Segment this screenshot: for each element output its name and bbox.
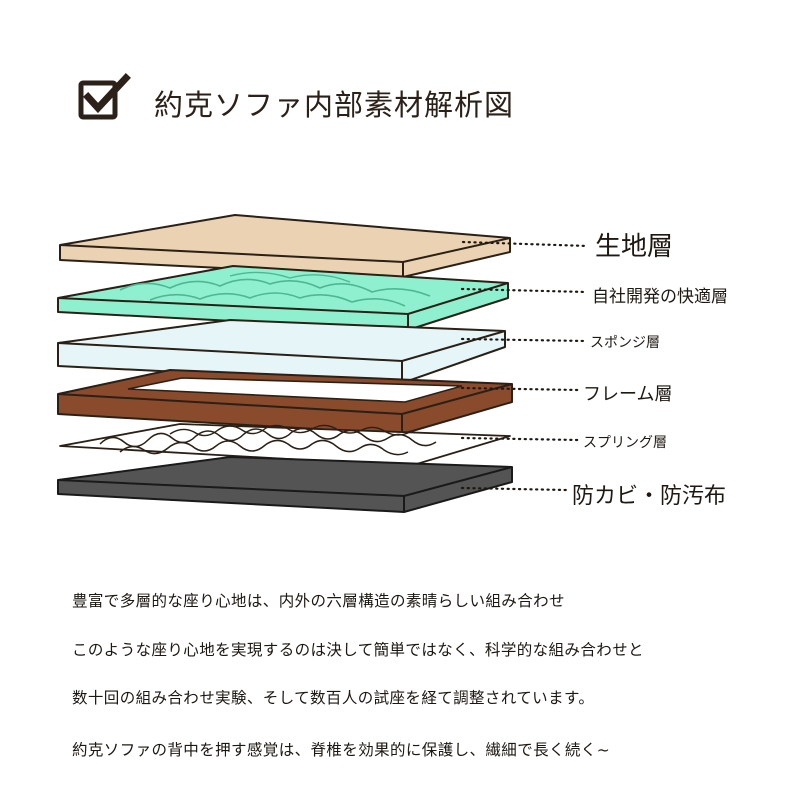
- page-title: 約克ソファ内部素材解析図: [154, 88, 515, 122]
- label-comfort-layer: 自社開発の快適層: [592, 287, 728, 307]
- label-fabric-layer: 生地層: [595, 232, 674, 262]
- layer-sponge: [57, 319, 506, 384]
- leader-line-sponge: [460, 337, 588, 343]
- layer-diagram: [57, 214, 590, 513]
- leader-line-comfort: [460, 287, 588, 294]
- label-frame-layer: フレーム層: [583, 384, 673, 405]
- leader-lines: [460, 240, 590, 492]
- leader-line-springs: [460, 436, 580, 442]
- description-line: 豊富で多層的な座り心地は、内外の六層構造の素晴らしい組み合わせ: [72, 592, 565, 610]
- label-spring-layer: スプリング層: [583, 435, 667, 451]
- label-sponge-layer: スポンジ層: [590, 335, 660, 351]
- leader-line-mold-guard: [460, 486, 568, 492]
- checkbox-check-icon: [78, 73, 131, 120]
- label-mold-guard-layer: 防カビ・防汚布: [572, 484, 727, 509]
- layer-comfort: [57, 265, 509, 331]
- description-line: このような座り心地を実現するのは決して簡単ではなく、科学的な組み合わせと: [72, 641, 644, 659]
- description-line: 数十回の組み合わせ実験、そして数百人の試座を経て調整されています。: [72, 689, 595, 707]
- leader-line-fabric: [461, 240, 590, 248]
- description-line: 約克ソファの背中を押す感覚は、脊椎を効果的に保護し、繊細で長く続く~: [72, 741, 611, 759]
- leader-line-frame: [460, 386, 580, 392]
- layer-fabric: [59, 214, 511, 278]
- layer-mold-guard: [57, 456, 513, 513]
- layer-frame: [57, 369, 513, 435]
